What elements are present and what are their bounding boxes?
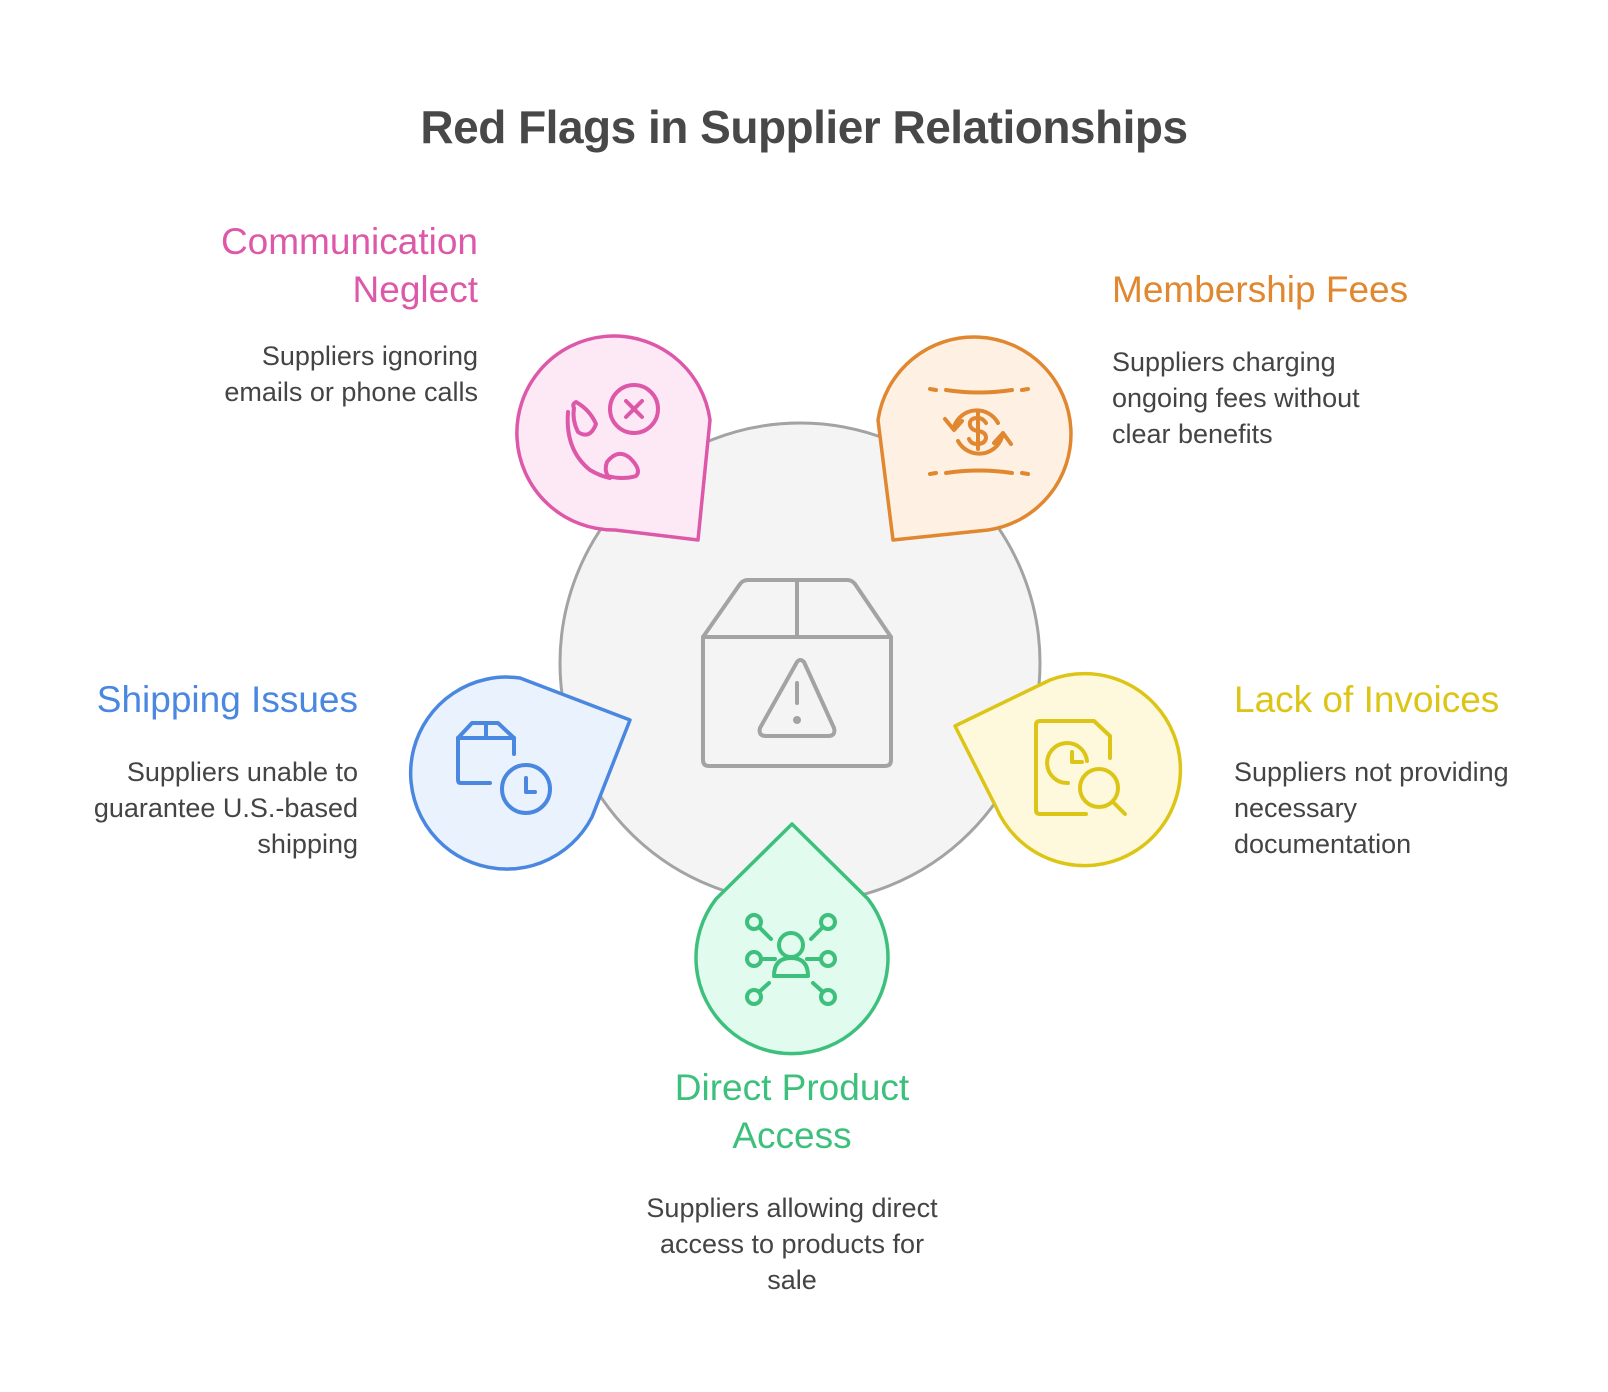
desc-line: Suppliers ignoring: [261, 341, 478, 371]
desc-line: sale: [767, 1265, 817, 1295]
desc-line: ongoing fees without: [1112, 383, 1360, 413]
label-shipping: Shipping Issues: [40, 676, 358, 724]
user-network-icon: [745, 913, 837, 1006]
label-line: Lack of Invoices: [1234, 679, 1500, 720]
package-warning-icon: [701, 578, 893, 768]
label-membership: Membership Fees: [1112, 266, 1552, 314]
label-line: Shipping Issues: [96, 679, 358, 720]
pin-shape-direct: [694, 822, 890, 1056]
pin-communication[interactable]: [515, 334, 712, 542]
label-line: Membership Fees: [1112, 269, 1409, 310]
desc-line: Suppliers unable to: [126, 757, 358, 787]
desc-line: access to products for: [659, 1229, 925, 1259]
desc-line: Suppliers charging: [1112, 347, 1336, 377]
pin-invoices[interactable]: [953, 671, 1183, 868]
pin-shape-shipping: [408, 675, 632, 871]
desc-line: documentation: [1234, 829, 1412, 859]
file-search-clock-icon: [1034, 719, 1127, 816]
label-invoices: Lack of Invoices: [1234, 676, 1594, 724]
label-direct: Direct Product Access: [592, 1064, 992, 1160]
recurring-dollar-icon: [928, 387, 1030, 476]
desc-line: guarantee U.S.-based: [93, 793, 358, 823]
desc-line: emails or phone calls: [224, 377, 478, 407]
label-communication: Communication Neglect: [140, 218, 478, 314]
desc-line: Suppliers allowing direct: [646, 1193, 938, 1223]
desc-line: clear benefits: [1112, 419, 1273, 449]
desc-shipping: Suppliers unable to guarantee U.S.-based…: [40, 754, 358, 862]
phone-missed-icon: [565, 383, 660, 480]
desc-invoices: Suppliers not providing necessary docume…: [1234, 754, 1594, 862]
desc-communication: Suppliers ignoring emails or phone calls: [140, 338, 478, 410]
desc-line: necessary: [1234, 793, 1358, 823]
diagram-title: Red Flags in Supplier Relationships: [420, 101, 1188, 153]
desc-line: Suppliers not providing: [1234, 757, 1509, 787]
pin-shape-communication: [515, 334, 712, 542]
pin-direct[interactable]: [694, 822, 890, 1056]
pin-shape-invoices: [953, 671, 1183, 868]
package-clock-icon: [456, 721, 552, 815]
label-line: Communication: [220, 221, 478, 262]
pin-shape-membership: [876, 335, 1073, 542]
label-line: Direct Product: [674, 1067, 910, 1108]
desc-membership: Suppliers charging ongoing fees without …: [1112, 344, 1552, 452]
pin-membership[interactable]: [876, 335, 1073, 542]
label-line: Access: [732, 1115, 852, 1156]
label-line: Neglect: [352, 269, 478, 310]
desc-direct: Suppliers allowing direct access to prod…: [592, 1190, 992, 1298]
desc-line: shipping: [257, 829, 358, 859]
pin-shipping[interactable]: [408, 675, 632, 871]
